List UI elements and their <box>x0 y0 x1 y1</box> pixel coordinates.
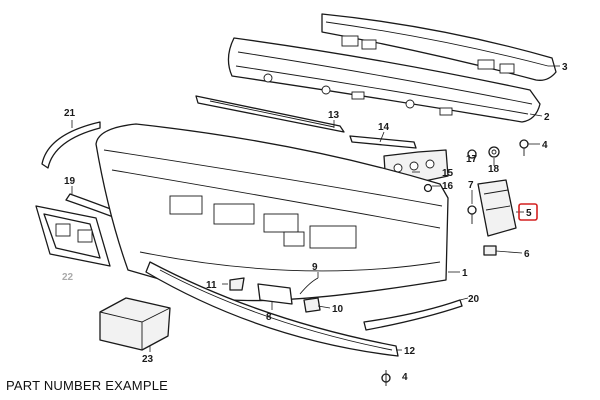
part-4-lower-bolt <box>381 370 391 386</box>
callout-21: 21 <box>64 108 76 119</box>
part-18-nut <box>488 146 500 158</box>
part-12-spoiler <box>145 261 399 357</box>
callout-1: 1 <box>462 268 468 279</box>
part-11-cap <box>229 277 245 291</box>
callout-4: 4 <box>542 140 548 151</box>
callout-18: 18 <box>488 164 500 175</box>
callout-labels: 3 2 4 5 6 7 18 17 16 15 14 13 21 19 22 1… <box>62 62 568 383</box>
callout-16: 16 <box>442 181 454 192</box>
callout-22: 22 <box>62 272 74 283</box>
callout-15: 15 <box>442 168 454 179</box>
callout-11: 11 <box>206 280 217 291</box>
part-21-side-strip <box>41 121 101 169</box>
callout-2: 2 <box>544 112 550 123</box>
callout-9: 9 <box>312 262 318 273</box>
callout-23: 23 <box>142 354 154 365</box>
callout-14: 14 <box>378 122 390 133</box>
callout-17: 17 <box>466 154 478 165</box>
part-7-bolt <box>467 205 477 224</box>
highlight-box-callout-5 <box>518 203 538 221</box>
part-16-screw <box>423 183 433 193</box>
callout-8: 8 <box>266 312 272 323</box>
callout-13: 13 <box>328 110 340 121</box>
callout-12: 12 <box>404 346 416 357</box>
part-14-strip <box>349 135 417 149</box>
callout-6: 6 <box>524 249 530 260</box>
callout-5: 5 <box>526 208 532 219</box>
part-2-impact-absorber <box>227 37 541 123</box>
callout-10: 10 <box>332 304 344 315</box>
callout-19: 19 <box>64 176 76 187</box>
part-8-cover <box>257 283 293 305</box>
callout-4-lower: 4 <box>402 372 408 383</box>
callout-3: 3 <box>562 62 568 73</box>
part-17-fastener <box>467 149 477 159</box>
part-number-example-label: PART NUMBER EXAMPLE <box>6 378 169 393</box>
leader-lines <box>71 65 560 352</box>
part-9-wire <box>299 277 319 295</box>
callout-7: 7 <box>468 180 474 191</box>
part-6-clip <box>483 245 497 256</box>
part-23-package <box>99 297 171 351</box>
part-4-bolt <box>519 139 529 156</box>
part-5-mount-bracket <box>477 179 517 237</box>
part-22-plate-bracket <box>35 205 111 267</box>
callout-20: 20 <box>468 294 480 305</box>
part-10-clip <box>303 297 321 313</box>
part-13-trim-strip <box>195 95 345 133</box>
part-1-bumper-cover <box>95 123 449 302</box>
part-3-bumper-beam <box>321 13 557 81</box>
part-20-lower-lip <box>363 299 463 331</box>
